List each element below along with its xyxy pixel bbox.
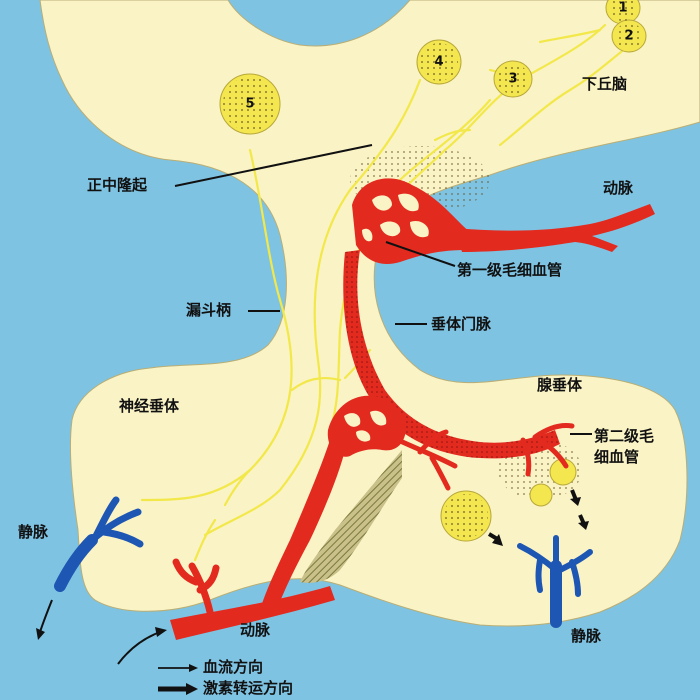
legend-hormone-transport-label: 激素转运方向 (203, 679, 294, 697)
label-vein-left: 静脉 (18, 523, 49, 541)
neuron-number: 1 (618, 1, 627, 16)
neural-lobe-plexus (327, 395, 406, 457)
artery-bottom (170, 586, 335, 640)
blood-flow-arrowheads (36, 627, 167, 640)
neuron-granules (223, 0, 643, 538)
hormone-granule (529, 483, 553, 507)
hormone-transport-arrowheads (492, 497, 589, 546)
legend-hormone-arrowhead (186, 683, 198, 695)
neuron-number: 3 (508, 72, 517, 87)
vein-left (54, 534, 98, 592)
artery-top (455, 204, 655, 252)
legend-blood-flow-arrowhead (189, 664, 198, 672)
label-primary-capillary: 第一级毛细血管 (457, 261, 563, 279)
label-vein-right: 静脉 (571, 627, 602, 645)
label-adenohypophysis: 腺垂体 (537, 376, 583, 394)
portal-vein (343, 250, 560, 459)
label-secondary-capillary-line1: 第二级毛 (594, 427, 655, 445)
label-secondary-capillary-line2: 细血管 (594, 448, 640, 466)
branch-right (395, 429, 458, 491)
neuron-number: 4 (434, 55, 443, 70)
leader-lines (174, 144, 592, 435)
secondary-capillary-branches (520, 423, 575, 477)
neuron-number: 5 (245, 97, 254, 112)
portal-vessels (170, 178, 655, 640)
veins (54, 496, 593, 628)
neuron-number: 2 (624, 29, 633, 44)
vessel-down (260, 440, 346, 612)
hatched-region (300, 450, 402, 583)
blood-flow-arrows (39, 599, 161, 665)
label-portal-vein: 垂体门脉 (431, 315, 492, 333)
hypothalamus-region (39, 0, 700, 627)
artery-bottom-branches (172, 558, 220, 616)
label-neurohypophysis: 神经垂体 (119, 397, 180, 415)
legend-blood-flow-label: 血流方向 (203, 658, 264, 676)
label-artery-top: 动脉 (603, 179, 634, 197)
label-median-eminence: 正中隆起 (87, 176, 148, 194)
label-artery-bottom: 动脉 (240, 621, 271, 639)
label-hypothalamus: 下丘脑 (582, 75, 628, 93)
neural-lobe-plexus-loops (344, 410, 387, 442)
label-infundibulum: 漏斗柄 (186, 301, 232, 319)
primary-capillary-loops (362, 193, 429, 242)
